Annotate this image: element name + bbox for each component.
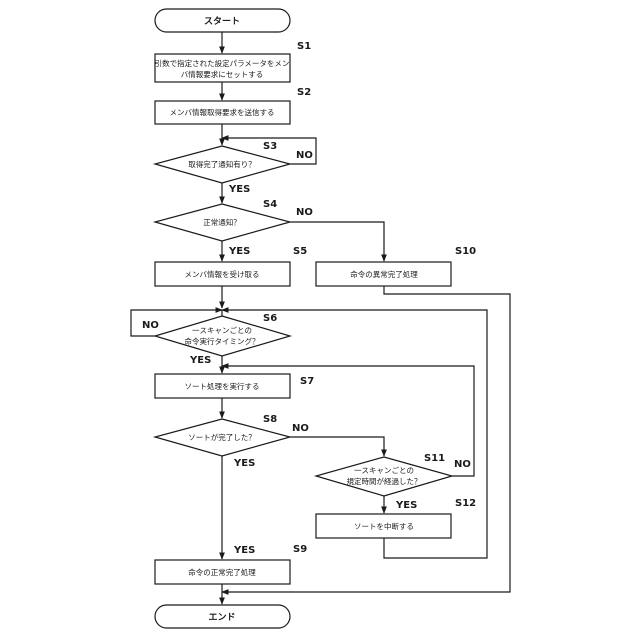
s4-yes-label: YES (228, 246, 250, 257)
s11-text-line2: 規定時間が経過した？ (347, 476, 422, 486)
terminal-start: スタート (155, 9, 290, 32)
s5-step-label: S5 (293, 246, 307, 257)
s10-text: 命令の異常完了処理 (350, 269, 418, 279)
process-s2: メンバ情報取得要求を送信する S2 (155, 87, 311, 124)
s3-no-label: NO (296, 150, 313, 161)
terminal-end: エンド (155, 605, 290, 628)
s11-step-label: S11 (424, 453, 445, 464)
s7-step-label: S7 (300, 376, 314, 387)
s9-step-label: S9 (293, 544, 307, 555)
s6-no-label: NO (142, 320, 159, 331)
s4-no-label: NO (296, 207, 313, 218)
s6-yes-label: YES (189, 355, 211, 366)
process-s9: 命令の正常完了処理 S9 YES (155, 544, 307, 584)
s10-step-label: S10 (455, 246, 476, 257)
s5-text: メンバ情報を受け取る (185, 269, 260, 279)
s11-yes-label: YES (395, 500, 417, 511)
decision-s11: 一スキャンごとの 規定時間が経過した？ S11 NO YES (316, 453, 471, 511)
s3-yes-label: YES (228, 184, 250, 195)
end-label: エンド (208, 612, 235, 623)
process-s1: 引数で指定された設定パラメータをメン バ情報要求にセットする S1 (155, 41, 312, 82)
s1-text-line1: 引数で指定された設定パラメータをメン (155, 58, 290, 68)
s6-text-line2: 命令実行タイミング？ (185, 336, 260, 346)
s1-step-label: S1 (297, 41, 311, 52)
s9-text: 命令の正常完了処理 (188, 567, 256, 577)
s4-step-label: S4 (263, 199, 277, 210)
s2-step-label: S2 (297, 87, 311, 98)
decision-s3: 取得完了通知有り？ S3 NO YES (155, 141, 313, 195)
s8-yes-label: YES (233, 458, 255, 469)
s6-step-label: S6 (263, 313, 277, 324)
s12-text: ソートを中断する (354, 521, 414, 531)
decision-s6: 一スキャンごとの 命令実行タイミング？ S6 NO YES (142, 313, 290, 366)
s8-step-label: S8 (263, 414, 277, 425)
s8-no-label: NO (292, 423, 309, 434)
s1-text-line2: バ情報要求にセットする (181, 69, 264, 79)
s6-text-line1: 一スキャンごとの (192, 325, 252, 335)
decision-s4: 正常通知？ S4 NO YES (155, 199, 313, 257)
decision-s8: ソートが完了した？ S8 NO YES (155, 414, 309, 469)
s7-text: ソート処理を実行する (185, 381, 260, 391)
s9-yes-label: YES (233, 545, 255, 556)
start-label: スタート (204, 15, 240, 27)
s8-text: ソートが完了した？ (188, 432, 256, 442)
process-s10: 命令の異常完了処理 S10 (316, 246, 476, 286)
s11-text-line1: 一スキャンごとの (354, 465, 414, 475)
s4-text: 正常通知？ (203, 217, 241, 227)
arrow-s8-s11 (290, 437, 384, 456)
s3-text: 取得完了通知有り？ (188, 159, 256, 169)
s2-text: メンバ情報取得要求を送信する (170, 107, 275, 117)
s11-no-label: NO (454, 459, 471, 470)
s3-step-label: S3 (263, 141, 277, 152)
s12-step-label: S12 (455, 498, 476, 509)
process-s7: ソート処理を実行する S7 (155, 374, 314, 398)
